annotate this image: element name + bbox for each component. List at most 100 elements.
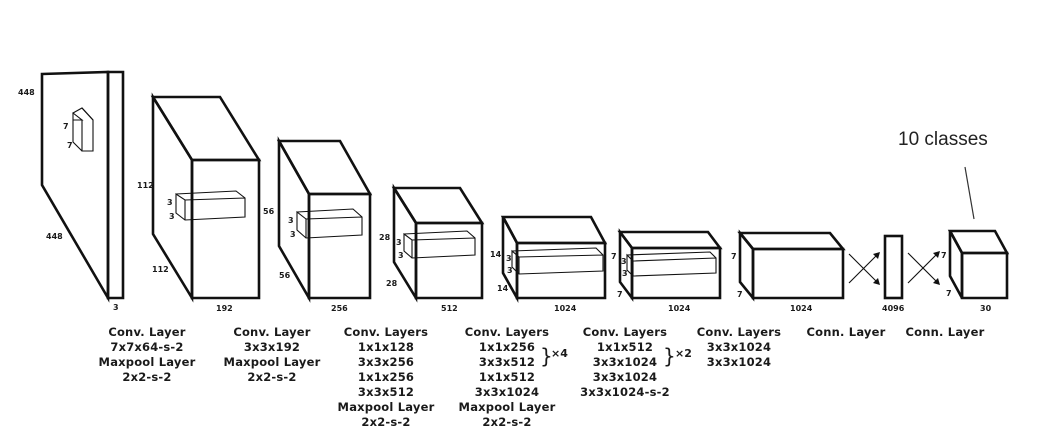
block-5-height-label: 7 — [611, 252, 617, 261]
block-5-width-label: 7 — [617, 290, 623, 299]
caption-line: 1x1x128 — [358, 340, 414, 354]
conv-block-4: 14 14 1024 3 3 — [490, 215, 608, 313]
caption-line: Maxpool Layer — [99, 355, 196, 369]
caption-line: 1x1x256 — [358, 370, 414, 384]
caption-block-4-repeat: } ×4 — [540, 344, 568, 368]
block-3-depth-label: 512 — [441, 304, 458, 313]
block-1-kernel-h-label: 3 — [167, 198, 173, 207]
input-height-label: 448 — [18, 88, 35, 97]
caption-block-2: Conv. Layer 3x3x192 Maxpool Layer 2x2-s-… — [224, 325, 321, 384]
caption-line: 3x3x512 — [358, 385, 414, 399]
caption-line: Conv. Layers — [583, 325, 667, 339]
caption-line: Conv. Layers — [465, 325, 549, 339]
caption-block-4: Conv. Layers 1x1x256 3x3x512 1x1x512 3x3… — [459, 325, 556, 429]
block-4-kernel-w-label: 3 — [507, 266, 513, 275]
block-3-kernel-w-label: 3 — [398, 251, 404, 260]
input-kernel-w-label: 7 — [67, 141, 73, 150]
captions: Conv. Layer 7x7x64-s-2 Maxpool Layer 2x2… — [99, 325, 985, 429]
caption-line: 2x2-s-2 — [247, 370, 296, 384]
classes-annotation-text: 10 classes — [898, 129, 988, 150]
block-3-kernel — [403, 230, 476, 259]
block-2-width-label: 56 — [279, 271, 291, 280]
input-depth-label: 3 — [113, 303, 119, 312]
caption-line: Conv. Layer — [108, 325, 185, 339]
caption-line: Maxpool Layer — [338, 400, 435, 414]
block-1-width-label: 112 — [152, 265, 169, 274]
conv-block-5: 7 7 1024 3 3 — [611, 228, 723, 313]
block-1-kernel — [175, 190, 246, 221]
caption-block-5-repeat: } ×2 — [663, 344, 692, 368]
block-6-width-label: 7 — [737, 290, 743, 299]
caption-block-7: Conn. Layer — [807, 325, 886, 339]
fc-4096-depth-label: 4096 — [882, 304, 905, 313]
input-layer: 448 448 3 7 7 — [18, 70, 125, 312]
repeat-brace-icon: } — [663, 344, 676, 368]
block-2-kernel — [296, 208, 363, 239]
repeat-brace-icon: } — [540, 344, 553, 368]
classes-annotation-pointer — [964, 166, 975, 220]
block-1-height-label: 112 — [137, 181, 154, 190]
block-5-depth-label: 1024 — [668, 304, 691, 313]
output-depth-label: 30 — [980, 304, 992, 313]
block-2-depth-label: 256 — [331, 304, 348, 313]
block-2-height-label: 56 — [263, 207, 275, 216]
output-block: 7 7 30 — [941, 229, 1010, 313]
caption-line: 7x7x64-s-2 — [110, 340, 183, 354]
conv-block-3: 28 28 512 3 3 — [379, 183, 485, 313]
caption-line: 2x2-s-2 — [482, 415, 531, 429]
block-5-kernel-h-label: 3 — [621, 257, 627, 266]
caption-line: 1x1x512 — [479, 370, 535, 384]
input-width-label: 448 — [46, 232, 63, 241]
block-4-width-label: 14 — [497, 284, 509, 293]
block-2-kernel-w-label: 3 — [290, 230, 296, 239]
block-2-kernel-h-label: 3 — [288, 216, 294, 225]
classes-annotation: 10 classes — [898, 129, 988, 220]
caption-line: 3x3x1024 — [475, 385, 539, 399]
fc-layer-4096: 4096 — [882, 234, 905, 313]
block-4-height-label: 14 — [490, 250, 502, 259]
fc-connection-1 — [848, 252, 880, 285]
block-4-kernel-h-label: 3 — [506, 254, 512, 263]
caption-block-3: Conv. Layers 1x1x128 3x3x256 1x1x256 3x3… — [338, 325, 435, 429]
caption-line: 3x3x256 — [358, 355, 414, 369]
caption-line: 2x2-s-2 — [122, 370, 171, 384]
conv-block-1: 112 112 192 3 3 — [137, 92, 262, 313]
caption-line: 3x3x1024 — [593, 355, 657, 369]
caption-line: Maxpool Layer — [224, 355, 321, 369]
block-6-height-label: 7 — [731, 252, 737, 261]
output-height-label: 7 — [941, 251, 947, 260]
caption-line: 3x3x1024 — [707, 340, 771, 354]
caption-line: Conv. Layers — [344, 325, 428, 339]
block-1-kernel-w-label: 3 — [169, 212, 175, 221]
block-3-height-label: 28 — [379, 233, 391, 242]
block-4-depth-label: 1024 — [554, 304, 577, 313]
caption-line: 3x3x192 — [244, 340, 300, 354]
output-width-label: 7 — [946, 289, 952, 298]
caption-line: Conn. Layer — [807, 325, 886, 339]
block-3-kernel-h-label: 3 — [396, 238, 402, 247]
repeat-x4-label: ×4 — [551, 347, 568, 360]
block-4-kernel — [511, 247, 604, 275]
block-3-width-label: 28 — [386, 279, 398, 288]
conv-block-2: 56 56 256 3 3 — [263, 136, 373, 313]
caption-line: 3x3x1024 — [593, 370, 657, 384]
caption-block-8: Conn. Layer — [906, 325, 985, 339]
caption-line: 3x3x1024 — [707, 355, 771, 369]
caption-line: 1x1x256 — [479, 340, 535, 354]
caption-line: 3x3x512 — [479, 355, 535, 369]
caption-line: Conv. Layers — [697, 325, 781, 339]
caption-line: 1x1x512 — [597, 340, 653, 354]
fc-connection-2 — [907, 251, 940, 285]
block-5-kernel — [626, 251, 717, 277]
caption-line: Conn. Layer — [906, 325, 985, 339]
input-kernel-h-label: 7 — [63, 122, 69, 131]
caption-line: 2x2-s-2 — [361, 415, 410, 429]
caption-line: 3x3x1024-s-2 — [580, 385, 670, 399]
caption-line: Conv. Layer — [233, 325, 310, 339]
block-6-depth-label: 1024 — [790, 304, 813, 313]
caption-block-6: Conv. Layers 3x3x1024 3x3x1024 — [697, 325, 781, 369]
caption-line: Maxpool Layer — [459, 400, 556, 414]
caption-block-5: Conv. Layers 1x1x512 3x3x1024 3x3x1024 3… — [580, 325, 670, 399]
caption-block-1: Conv. Layer 7x7x64-s-2 Maxpool Layer 2x2… — [99, 325, 196, 384]
